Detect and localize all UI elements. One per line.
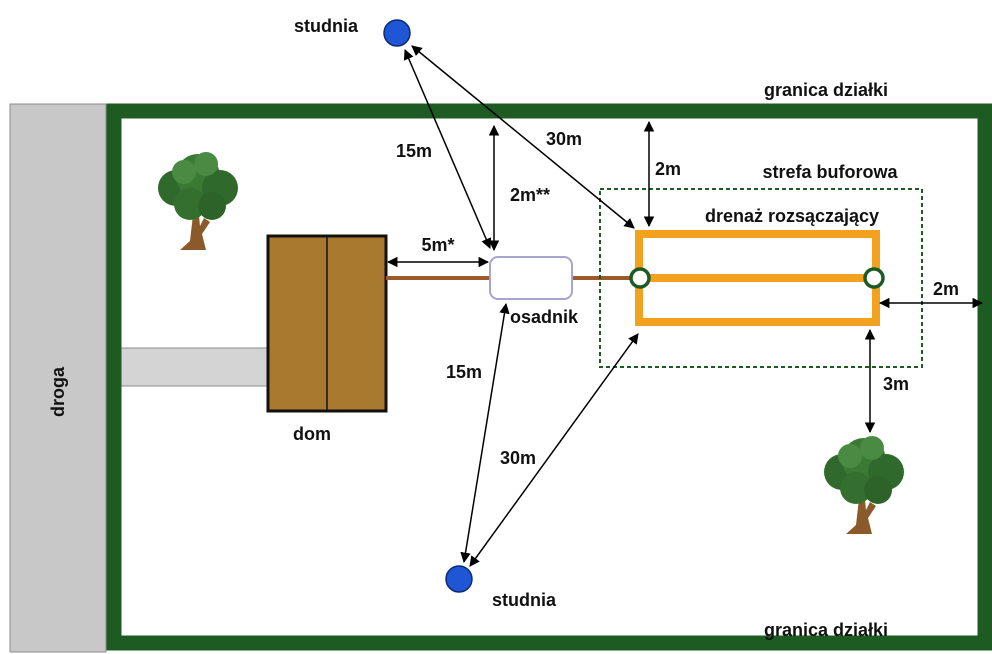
distance-house-tank: 5m*	[421, 235, 454, 255]
driveway	[105, 347, 269, 387]
distance-drain-boundary-top: 2m	[655, 159, 681, 179]
road-label: droga	[48, 366, 68, 417]
tree-icon	[158, 152, 238, 250]
septic-tank	[489, 256, 573, 300]
buffer-zone-label: strefa buforowa	[762, 162, 898, 182]
distance-drain-boundary-right: 2m	[933, 279, 959, 299]
tree-icon	[824, 436, 904, 534]
house-label: dom	[293, 424, 331, 444]
distance-tank-well-bottom: 15m	[446, 362, 482, 382]
arrow-icon	[411, 45, 635, 229]
arrow-icon	[460, 302, 510, 564]
distance-tank-boundary: 2m**	[510, 185, 550, 205]
boundary-bottom-label: granica działki	[764, 620, 888, 640]
drainage-label: drenaż rozsączający	[705, 206, 879, 226]
drain-node-right	[863, 267, 885, 289]
well-top-label: studnia	[294, 16, 359, 36]
boundary-top-label: granica działki	[764, 80, 888, 100]
well-icon	[445, 565, 473, 593]
road	[9, 103, 107, 653]
distance-drain-tree: 3m	[883, 374, 909, 394]
drain-node-left	[629, 267, 651, 289]
buffer-zone	[599, 188, 923, 368]
well-icon	[383, 19, 411, 47]
distance-well-top-tank: 15m	[396, 141, 432, 161]
septic-tank-label: osadnik	[510, 307, 579, 327]
well-bottom-label: studnia	[492, 590, 557, 610]
arrow-icon	[469, 333, 639, 567]
distance-well-top-drain: 30m	[546, 129, 582, 149]
distance-drain-well-bottom: 30m	[500, 448, 536, 468]
measurement-arrows	[386, 45, 984, 567]
